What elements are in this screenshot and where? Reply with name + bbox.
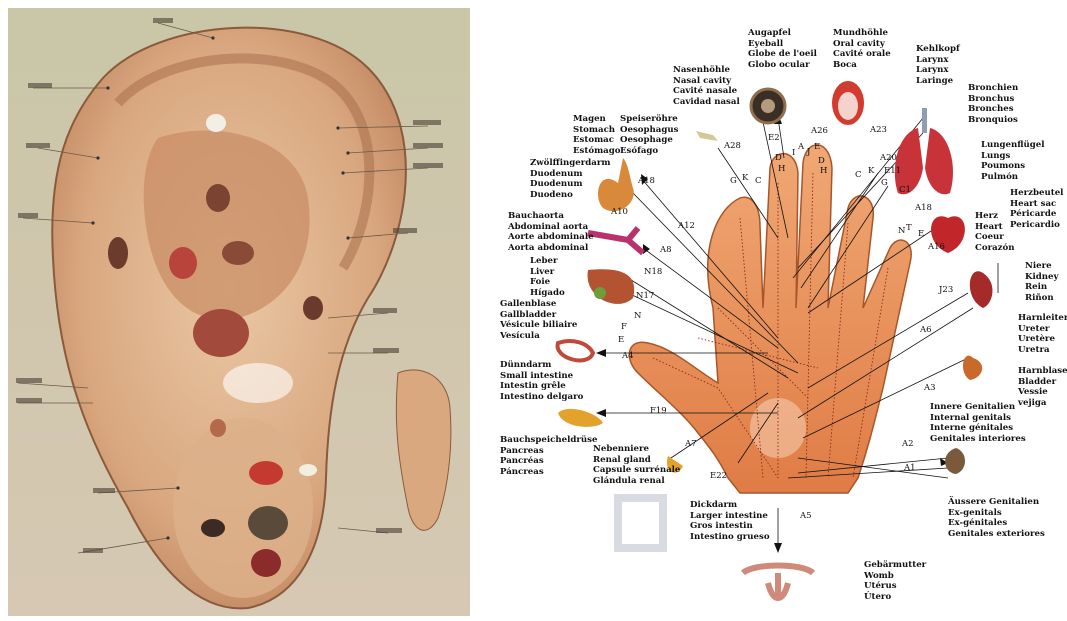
code-a16: A16 [928,242,945,252]
code-e-middle: E [814,142,820,152]
code-e11: E11 [884,166,901,176]
code-a7: A7 [685,439,697,449]
code-k-ring: K [868,166,874,176]
code-a5: A5 [800,511,812,521]
pancreas-icon [558,409,603,427]
code-k-index: K [742,173,748,183]
large-intestine-icon [618,498,663,548]
code-e2: E2 [768,133,780,143]
womb-icon [743,566,813,599]
organ-heart [193,309,249,357]
organ-stomach [206,184,230,212]
code-a3: A3 [924,383,936,393]
aorta-icon [588,228,643,253]
code-e22: E22 [710,471,727,481]
organ-brain [206,114,226,132]
code-n17: N17 [636,291,654,301]
code-n18: N18 [644,267,662,277]
code-a23: A23 [870,125,887,135]
liver-icon [588,269,635,304]
code-g-ring: G [881,178,888,188]
code-a10: A10 [611,207,628,217]
code-a20: A20 [880,153,897,163]
code-e-right: E [918,229,924,239]
label-oral-cavity: MundhöhleOral cavityCavité oraleBoca [833,28,891,70]
oesophagus-icon [696,131,718,141]
code-c-ring: C [855,170,862,180]
code-j-middle: J [807,147,810,157]
gallbladder-icon [594,287,606,299]
code-f-thumb: F [621,322,627,332]
organ-tongue [251,549,281,577]
code-n-right: N [898,226,905,236]
organ-liver [222,241,254,265]
code-h-middle-right: H [820,166,827,176]
code-d-middle-right: D [818,156,825,166]
code-d-middle: D [775,153,782,163]
bladder-icon [963,356,982,380]
organ-tooth [299,464,317,476]
outer-genitals-icon [945,448,965,474]
code-a1: A1 [904,463,916,473]
code-h-middle: H [778,164,785,174]
organ-eye [248,506,288,540]
code-g-index: G [730,176,737,186]
code-a18-top: A18 [638,176,655,186]
code-a6: A6 [920,325,932,335]
code-a26: A26 [811,126,828,136]
small-ear-outline [396,370,451,530]
code-j23: J23 [939,285,953,295]
code-f19: F19 [650,406,667,416]
organ-ear [303,296,323,320]
code-e-thumb: E [618,335,624,345]
kidney-icon [970,271,993,308]
organ-mouth [249,461,283,485]
small-intestine-icon [558,341,593,360]
code-a-middle: A [798,142,804,152]
code-a12: A12 [678,221,695,231]
code-a8: A8 [660,245,672,255]
code-a18-right: A18 [915,203,932,213]
organ-teeth [210,419,226,437]
code-t-right: T [906,223,912,233]
organ-lung [169,247,197,279]
code-n-thumb: N [634,311,641,321]
ear-lobe [173,418,313,598]
code-a2: A2 [902,439,914,449]
code-c-index: C [755,176,762,186]
organ-spleen [201,519,225,537]
code-a28: A28 [724,141,741,151]
organ-kidney [108,237,128,269]
glare [223,363,293,403]
ear-illustration [8,8,470,616]
code-c1: C1 [899,185,911,195]
code-a4: A4 [622,351,634,361]
ear-acupuncture-chart [8,8,470,616]
code-i-middle: I [792,148,795,158]
